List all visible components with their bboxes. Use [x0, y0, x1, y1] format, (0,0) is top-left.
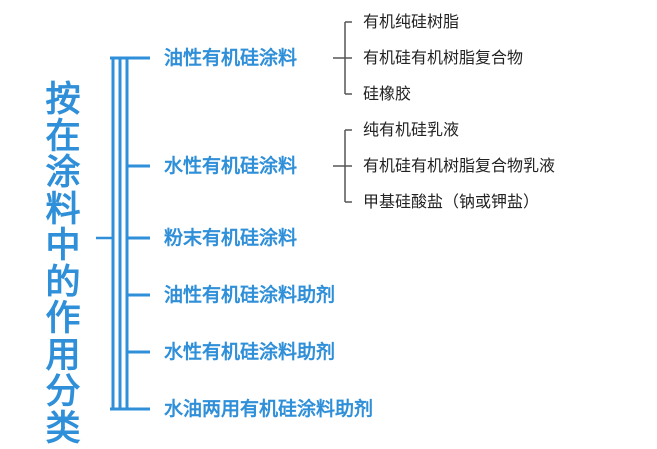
category-oil-silicone-additive: 油性有机硅涂料助剂: [164, 284, 336, 306]
sub-item-pure-silicone-emulsion: 纯有机硅乳液: [363, 120, 460, 139]
category-powder-silicone-coating: 粉末有机硅涂料: [164, 227, 298, 249]
sub-item-silicone-organic-resin-composite: 有机硅有机树脂复合物: [363, 48, 524, 67]
category-water-silicone-additive: 水性有机硅涂料助剂: [164, 341, 336, 363]
category-oil-silicone-coating: 油性有机硅涂料: [164, 47, 298, 69]
category-water-silicone-coating: 水性有机硅涂料: [164, 155, 298, 177]
sub-item-composite-emulsion: 有机硅有机树脂复合物乳液: [363, 156, 556, 175]
tree-connectors: [96, 21, 352, 411]
sub-item-pure-silicone-resin: 有机纯硅树脂: [363, 12, 460, 31]
sub-item-silicone-rubber: 硅橡胶: [363, 84, 412, 103]
sub-item-methyl-silicate: 甲基硅酸盐（钠或钾盐）: [363, 192, 540, 211]
root-label: 按在涂料中的作用分类: [45, 80, 81, 449]
category-dual-use-silicone-additive: 水油两用有机硅涂料助剂: [164, 398, 374, 420]
